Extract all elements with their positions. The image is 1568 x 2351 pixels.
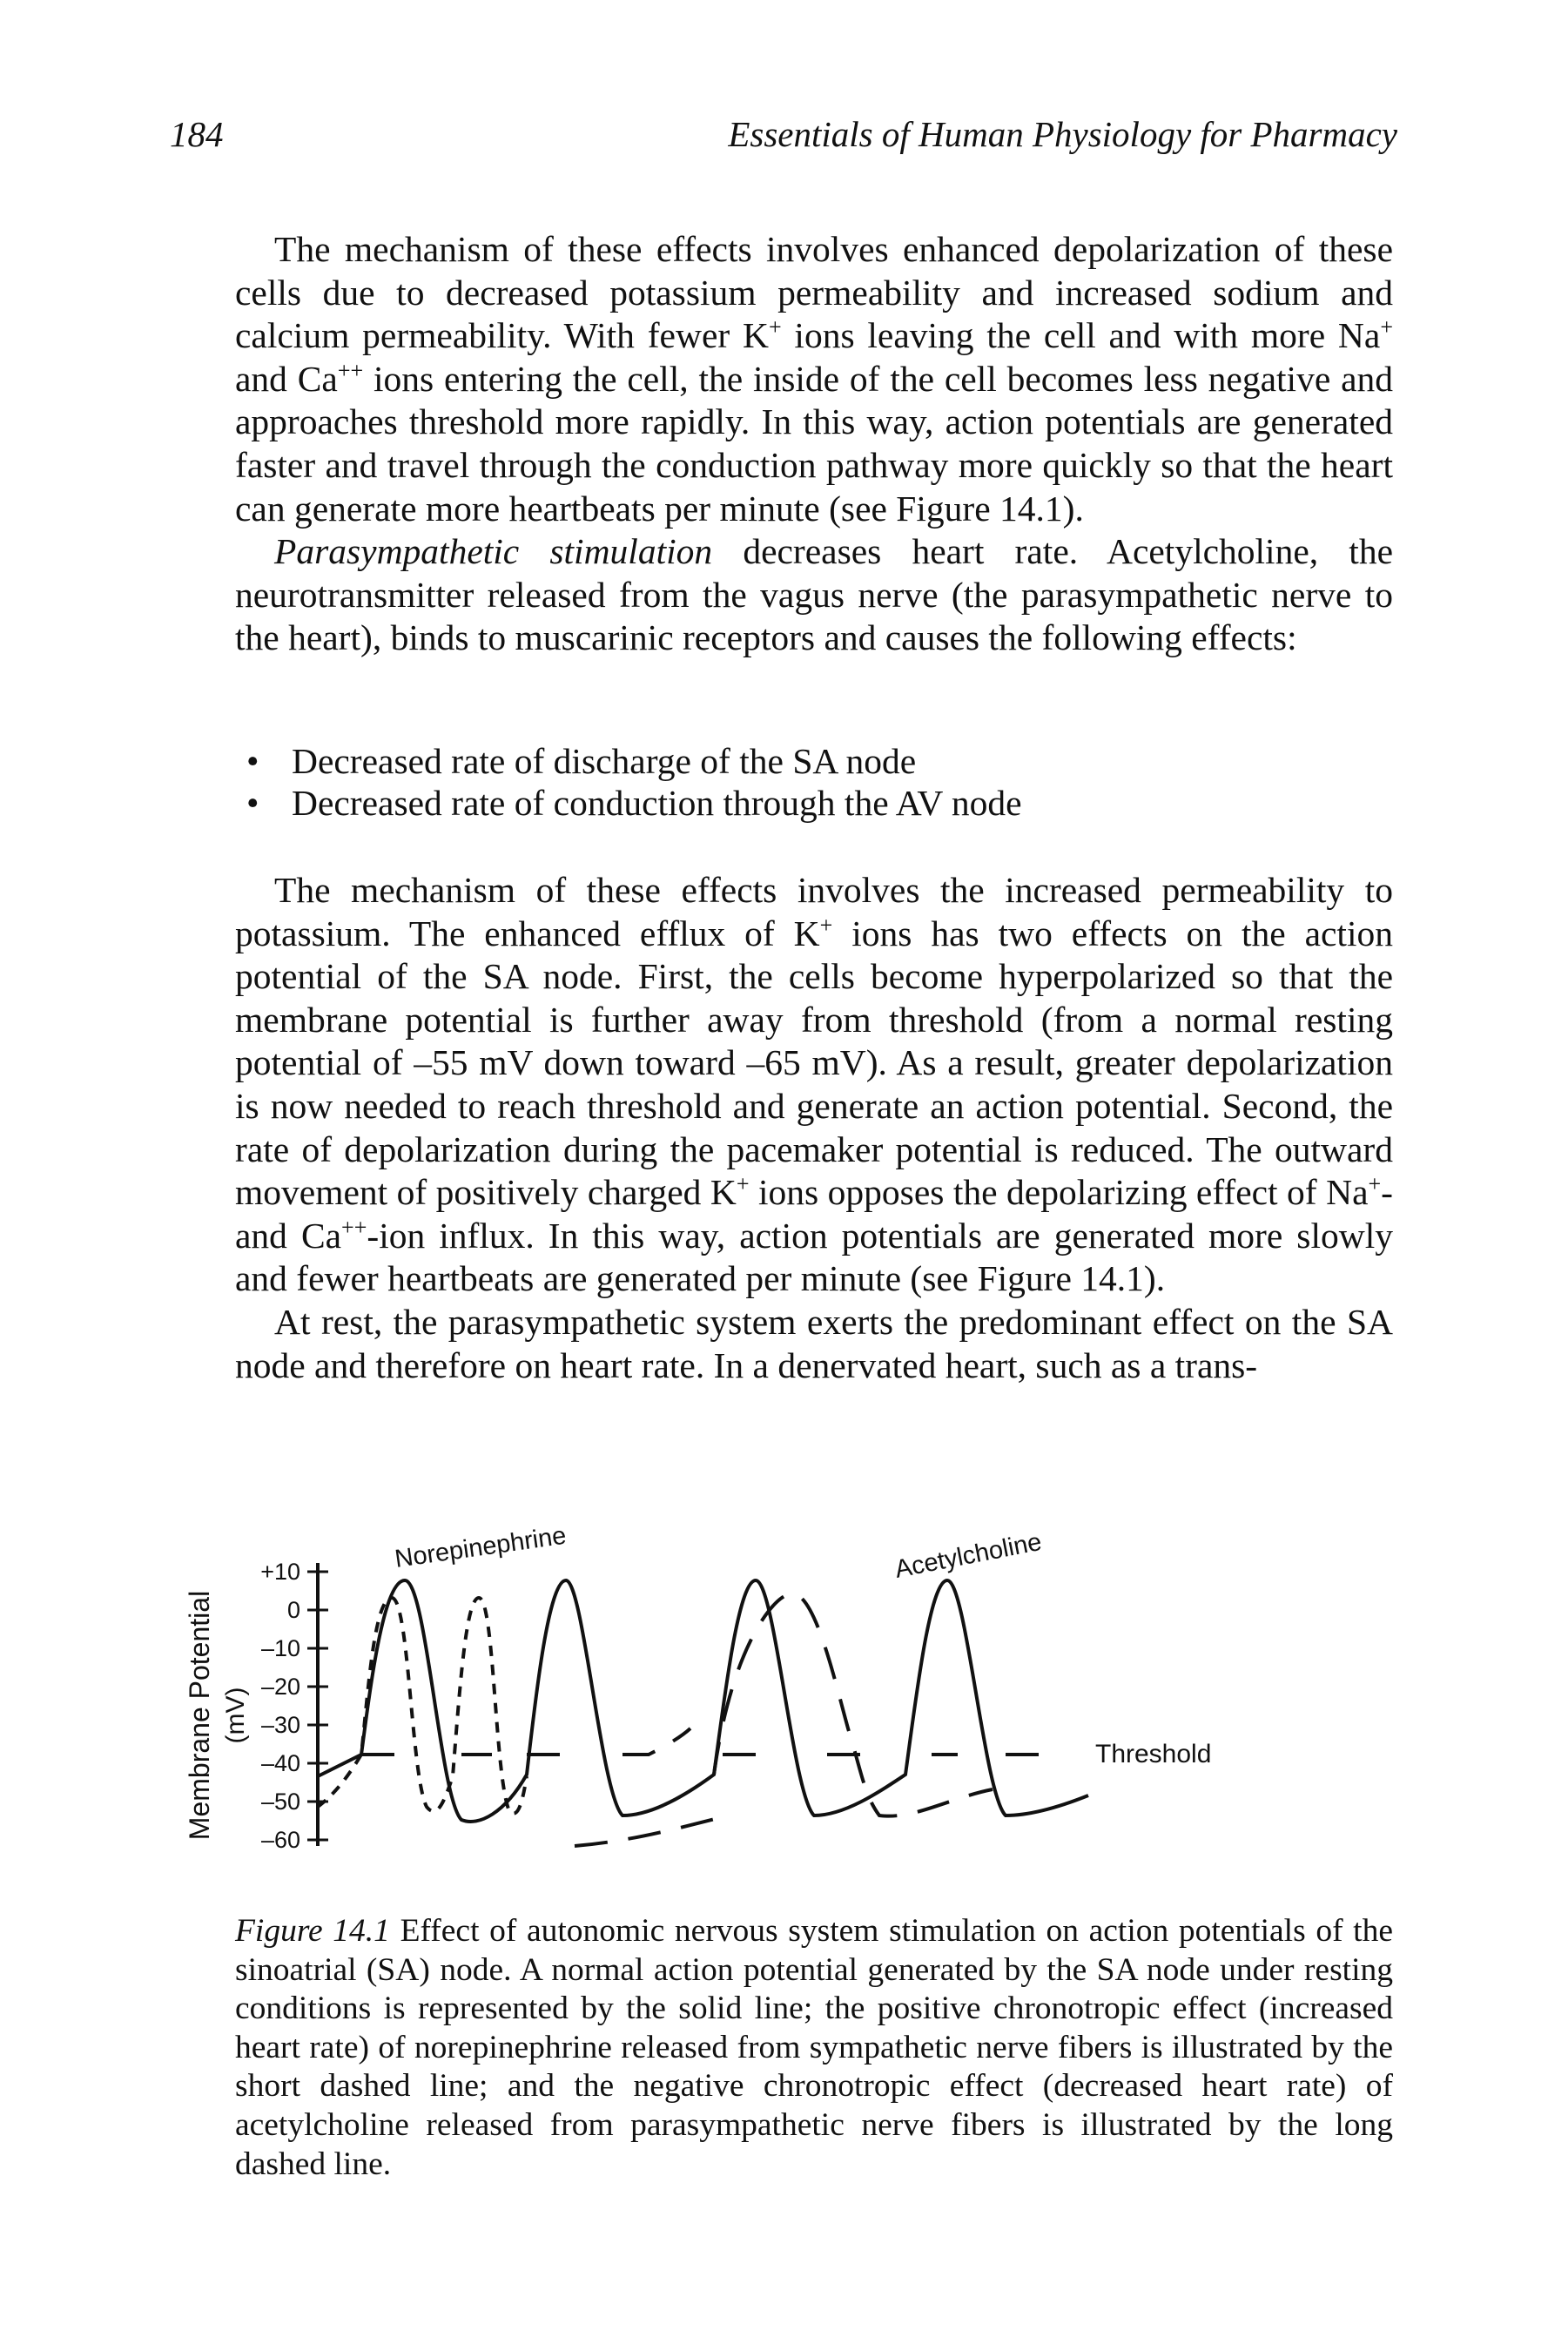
- paragraph-sympathetic-mechanism: The mechanism of these effects involves …: [235, 229, 1393, 529]
- running-header: 184 Essentials of Human Physiology for P…: [161, 113, 1397, 165]
- paragraph-potassium-mechanism: The mechanism of these effects involves …: [235, 870, 1393, 1299]
- norepinephrine-label: Norepinephrine: [394, 1522, 569, 1573]
- paragraph-at-rest: At rest, the parasympathetic system exer…: [235, 1301, 1393, 1385]
- y-tick-label: –20: [261, 1674, 300, 1700]
- body-text-continued: The mechanism of these effects involves …: [235, 869, 1393, 1387]
- figure-caption: Figure 14.1 Effect of autonomic nervous …: [235, 1912, 1393, 2184]
- caption-text: Effect of autonomic nervous system stimu…: [235, 1913, 1393, 2182]
- effects-list: Decreased rate of discharge of the SA no…: [235, 740, 1367, 824]
- normal-action-potential-solid-line: [317, 1578, 1089, 1823]
- y-tick-label: +10: [260, 1559, 300, 1585]
- threshold-label: Threshold: [1095, 1740, 1211, 1768]
- list-item: Decreased rate of discharge of the SA no…: [235, 740, 1367, 782]
- figure-label: Figure 14.1: [235, 1913, 390, 1949]
- y-tick-label: –50: [261, 1789, 300, 1815]
- y-tick-label: –30: [261, 1712, 300, 1738]
- acetylcholine-label: Acetylcholine: [892, 1528, 1044, 1584]
- y-axis-title: Membrane Potential: [184, 1591, 215, 1840]
- italic-term: Parasympathetic stimulation: [274, 531, 713, 572]
- y-tick-label: –60: [261, 1827, 300, 1853]
- list-item: Decreased rate of conduction through the…: [235, 782, 1367, 824]
- y-tick-label: 0: [287, 1597, 300, 1623]
- paragraph-parasympathetic: Parasympathetic stimulation decreases he…: [235, 531, 1393, 658]
- y-axis-unit: (mV): [221, 1687, 250, 1744]
- acetylcholine-long-dashed-line: [361, 1591, 1045, 1848]
- figure-14-1: Membrane Potential (mV) +10 0 –10 –20 –30 –40…: [165, 1515, 1402, 1881]
- body-text: The mechanism of these effects involves …: [235, 228, 1393, 660]
- action-potential-diagram: Membrane Potential (mV) +10 0 –10 –20 –30 –40…: [184, 1522, 1211, 1853]
- running-title: Essentials of Human Physiology for Pharm…: [728, 114, 1397, 154]
- y-tick-label: –40: [261, 1750, 300, 1776]
- page-number: 184: [170, 114, 224, 154]
- y-tick-label: –10: [261, 1635, 300, 1661]
- norepinephrine-short-dashed-line: [316, 1595, 528, 1815]
